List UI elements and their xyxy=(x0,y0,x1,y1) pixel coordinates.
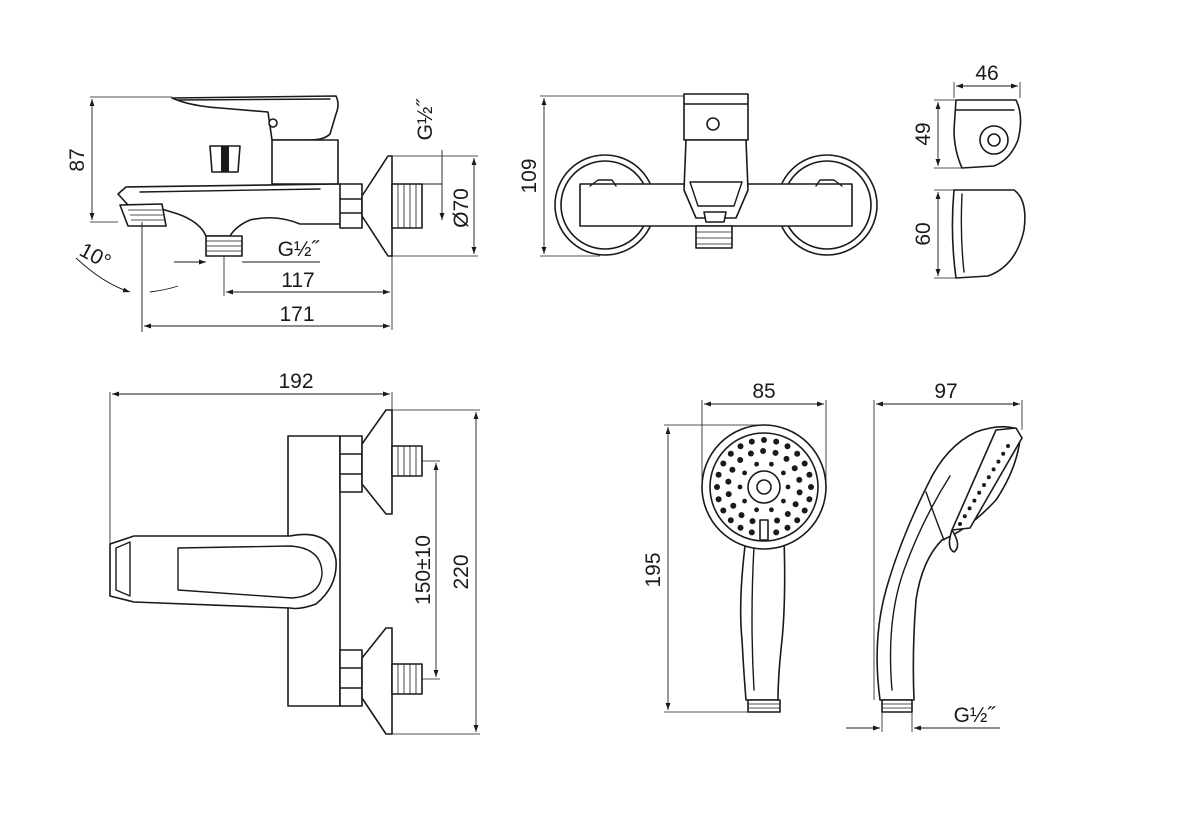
side-nozzle-dot xyxy=(996,459,1001,464)
nozzle-dot xyxy=(808,484,814,490)
nozzle-dot xyxy=(801,507,808,514)
shower-side-view: 97 G½˝ xyxy=(846,380,1023,732)
dim-holder-height-top: 49 xyxy=(912,122,935,145)
nozzle-dot xyxy=(714,484,720,490)
nozzle-dot xyxy=(781,498,786,504)
dim-side-length: 171 xyxy=(279,303,314,326)
nozzle-dot xyxy=(784,443,791,450)
nozzle-dot xyxy=(754,461,759,467)
dim-side-flange-diameter: Ø70 xyxy=(450,188,473,228)
side-nozzle-dot xyxy=(967,506,972,511)
nozzle-dot xyxy=(727,517,734,524)
dim-shower-side-thread: G½˝ xyxy=(954,704,997,727)
nozzle-dot xyxy=(794,450,801,457)
lever-top xyxy=(109,533,337,610)
dim-side-height: 87 xyxy=(66,148,89,171)
side-nozzle-dot xyxy=(982,483,986,487)
nozzle-dot xyxy=(725,478,732,485)
spout-body xyxy=(117,183,351,237)
dim-shower-side-width: 97 xyxy=(934,380,957,403)
wall-flange-lower xyxy=(361,627,393,735)
nozzle-dot xyxy=(715,471,722,478)
side-nozzle-dot xyxy=(962,514,967,519)
nozzle-dot xyxy=(747,450,754,457)
nozzle-dot xyxy=(785,484,791,490)
nozzle-dot xyxy=(796,489,803,496)
nozzle-dot xyxy=(727,450,734,457)
side-nozzle-dot xyxy=(986,475,991,480)
dim-shower-width: 85 xyxy=(752,380,775,403)
dim-side-angle: 10° xyxy=(76,239,115,274)
dim-side-thread-top: G½˝ xyxy=(414,98,437,141)
wall-flange-upper xyxy=(361,409,393,515)
nozzle-dot xyxy=(801,460,808,467)
nozzle-dot xyxy=(760,448,767,454)
dim-top-depth: 220 xyxy=(450,554,473,589)
hex-nut xyxy=(339,183,363,229)
nozzle-dot xyxy=(737,524,744,531)
nozzle-dot xyxy=(742,470,747,476)
nozzle-dot xyxy=(729,466,736,473)
dim-top-width: 192 xyxy=(278,370,313,393)
nozzle-dot xyxy=(794,517,801,524)
holder-view: 46 49 60 xyxy=(912,62,1026,279)
dim-shower-length: 195 xyxy=(642,552,665,587)
side-nozzle-dot xyxy=(958,522,962,526)
nozzle-dot xyxy=(806,496,813,503)
holder-bottom xyxy=(951,189,1026,279)
nozzle-dot xyxy=(748,438,755,445)
side-nozzle-dot xyxy=(972,498,977,503)
nozzle-dot xyxy=(761,437,767,443)
nozzle-dot xyxy=(774,517,781,524)
nozzle-dot xyxy=(737,443,744,450)
nozzle-dot xyxy=(792,501,799,508)
side-nozzle-dot xyxy=(1001,451,1006,456)
nozzle-dot xyxy=(784,524,791,531)
nozzle-dot xyxy=(781,470,786,476)
dim-side-outlet-offset: 117 xyxy=(281,269,314,292)
nozzle-dot xyxy=(796,476,803,483)
nozzle-dot xyxy=(784,511,791,517)
top-view: 192 150±10 220 xyxy=(109,370,480,735)
side-nozzle-dot xyxy=(977,490,982,495)
nozzle-dot xyxy=(783,455,790,462)
nozzle-dot xyxy=(720,460,727,467)
shower-side-nozzles xyxy=(958,444,1010,526)
side-nozzle-dot xyxy=(991,467,996,472)
lever-front xyxy=(683,93,749,141)
nozzle-dot xyxy=(791,465,798,472)
nozzle-dot xyxy=(715,496,722,503)
wall-flange xyxy=(361,155,393,257)
dim-front-height: 109 xyxy=(518,158,541,193)
nozzle-dot xyxy=(720,507,727,514)
nozzle-dot xyxy=(806,471,813,478)
nozzle-dot xyxy=(737,484,743,490)
shower-nozzles xyxy=(714,437,814,537)
nozzle-dot xyxy=(725,491,732,498)
nozzle-dot xyxy=(754,507,759,513)
nozzle-dot xyxy=(749,518,756,525)
nozzle-dot xyxy=(730,502,737,509)
dim-top-centers: 150±10 xyxy=(412,535,435,605)
nozzle-dot xyxy=(769,461,774,467)
dim-side-thread-bottom: G½˝ xyxy=(278,238,321,261)
nozzle-dot xyxy=(773,529,780,536)
dim-holder-height-bottom: 60 xyxy=(912,222,935,245)
nozzle-dot xyxy=(738,512,745,519)
nozzle-dot xyxy=(772,449,779,456)
shower-handle-front xyxy=(739,537,786,701)
side-view: 87 G½˝ Ø70 10° G½˝ 117 171 xyxy=(66,95,478,332)
nozzle-dot xyxy=(748,529,755,536)
side-nozzle-dot xyxy=(1006,444,1010,448)
front-view: 109 xyxy=(518,93,878,257)
nozzle-dot xyxy=(737,457,744,463)
nozzle-dot xyxy=(773,438,780,445)
dim-holder-width: 46 xyxy=(975,62,998,85)
nozzle-dot xyxy=(742,498,747,504)
lever-handle xyxy=(171,95,339,141)
shower-front-view: 85 195 xyxy=(642,380,827,713)
nozzle-dot xyxy=(769,507,774,513)
